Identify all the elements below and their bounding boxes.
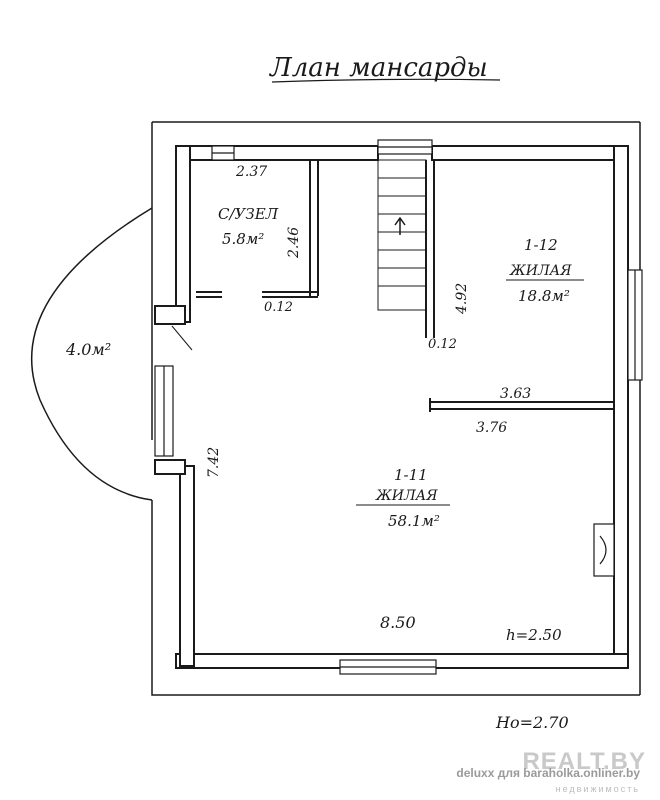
- watermark-logo: REALT.BY: [522, 748, 646, 775]
- title-underline: [271, 78, 501, 83]
- balcony-area: 4.0м²: [65, 340, 111, 359]
- ceiling-height: h=2.50: [506, 626, 562, 644]
- dim-partition-top: 3.63: [500, 386, 531, 402]
- storage-area: 5.8м²: [222, 230, 264, 248]
- room-12-area: 18.8м²: [518, 287, 570, 305]
- dim-upper-room-door: 0.12: [428, 337, 457, 352]
- dim-partition-bottom: 3.76: [476, 420, 507, 436]
- room-12-label: ЖИЛАЯ: [509, 263, 572, 279]
- total-height: Hо=2.70: [495, 713, 569, 732]
- chimney: [593, 523, 615, 577]
- staircase: [377, 159, 427, 311]
- room-11-number: 1-11: [394, 466, 428, 484]
- plan-title: Ллан мансарды: [268, 53, 488, 83]
- dim-storage-width: 2.37: [235, 164, 267, 180]
- room-11-area: 58.1м²: [388, 512, 440, 530]
- room-11-label: ЖИЛАЯ: [375, 488, 438, 504]
- watermark-subtitle: недвижимость: [555, 784, 640, 794]
- windows: [154, 139, 643, 675]
- outer-frame: [151, 121, 641, 696]
- exterior-walls: [154, 145, 629, 669]
- watermark-credit: deluxx для baraholka.onliner.by: [456, 766, 640, 780]
- dim-left-wall: 7.42: [206, 447, 222, 478]
- dim-bottom-width: 8.50: [380, 613, 416, 632]
- storage-label: С/УЗЕЛ: [218, 205, 279, 223]
- balcony-outline: [31, 207, 153, 501]
- room-12-number: 1-12: [524, 236, 558, 254]
- dim-storage-depth: 2.46: [286, 227, 302, 259]
- dim-storage-door: 0.12: [264, 300, 293, 315]
- door-swing: [171, 325, 193, 351]
- dim-upper-room-depth: 4.92: [454, 283, 470, 315]
